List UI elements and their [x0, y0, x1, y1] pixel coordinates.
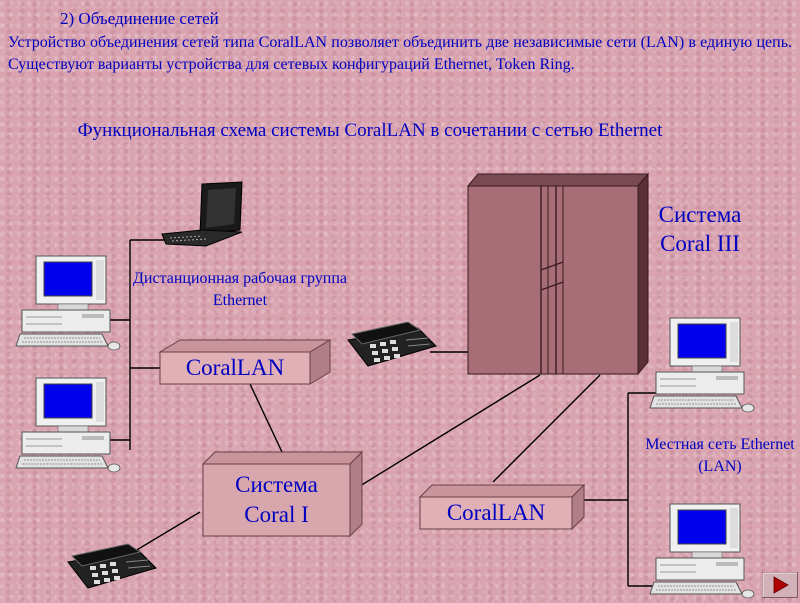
telephone-icon [67, 543, 157, 589]
next-slide-arrow-icon [762, 572, 798, 598]
corallan-label-1: CoralLAN [185, 355, 285, 380]
coral-i-label-line2: Coral I [244, 502, 309, 527]
next-slide-button[interactable] [762, 572, 798, 598]
coral-i-box [201, 450, 364, 538]
telephone-icon [347, 321, 437, 367]
intro-paragraph: Устройство объединения сетей типа CoralL… [8, 34, 792, 73]
remote-group-label: Дистанционная рабочая группа Ethernet [132, 270, 348, 309]
desktop-computer-icon [649, 503, 755, 599]
left-bus-lines [108, 239, 165, 450]
system-coral-iii-label: Система Coral III [658, 202, 742, 256]
corallan-box-1 [158, 339, 332, 385]
diagram-title: Функциональная схема системы CoralLAN в … [77, 120, 663, 141]
coral-i-label: Система Coral I [203, 464, 350, 536]
desktop-computer-icon [15, 255, 121, 351]
corallan-box-2 [418, 483, 586, 531]
section-heading: 2) Объединение сетей [60, 9, 219, 28]
desktop-computer-icon [649, 317, 755, 413]
server-cabinet-icon [466, 172, 650, 376]
coral-i-label-line1: Система [235, 472, 318, 497]
desktop-computer-icon [15, 377, 121, 473]
connection-lines [119, 351, 660, 587]
laptop-icon [161, 181, 243, 247]
corallan-label-2: CoralLAN [446, 500, 546, 525]
local-network-label: Местная сеть Ethernet (LAN) [645, 436, 795, 475]
